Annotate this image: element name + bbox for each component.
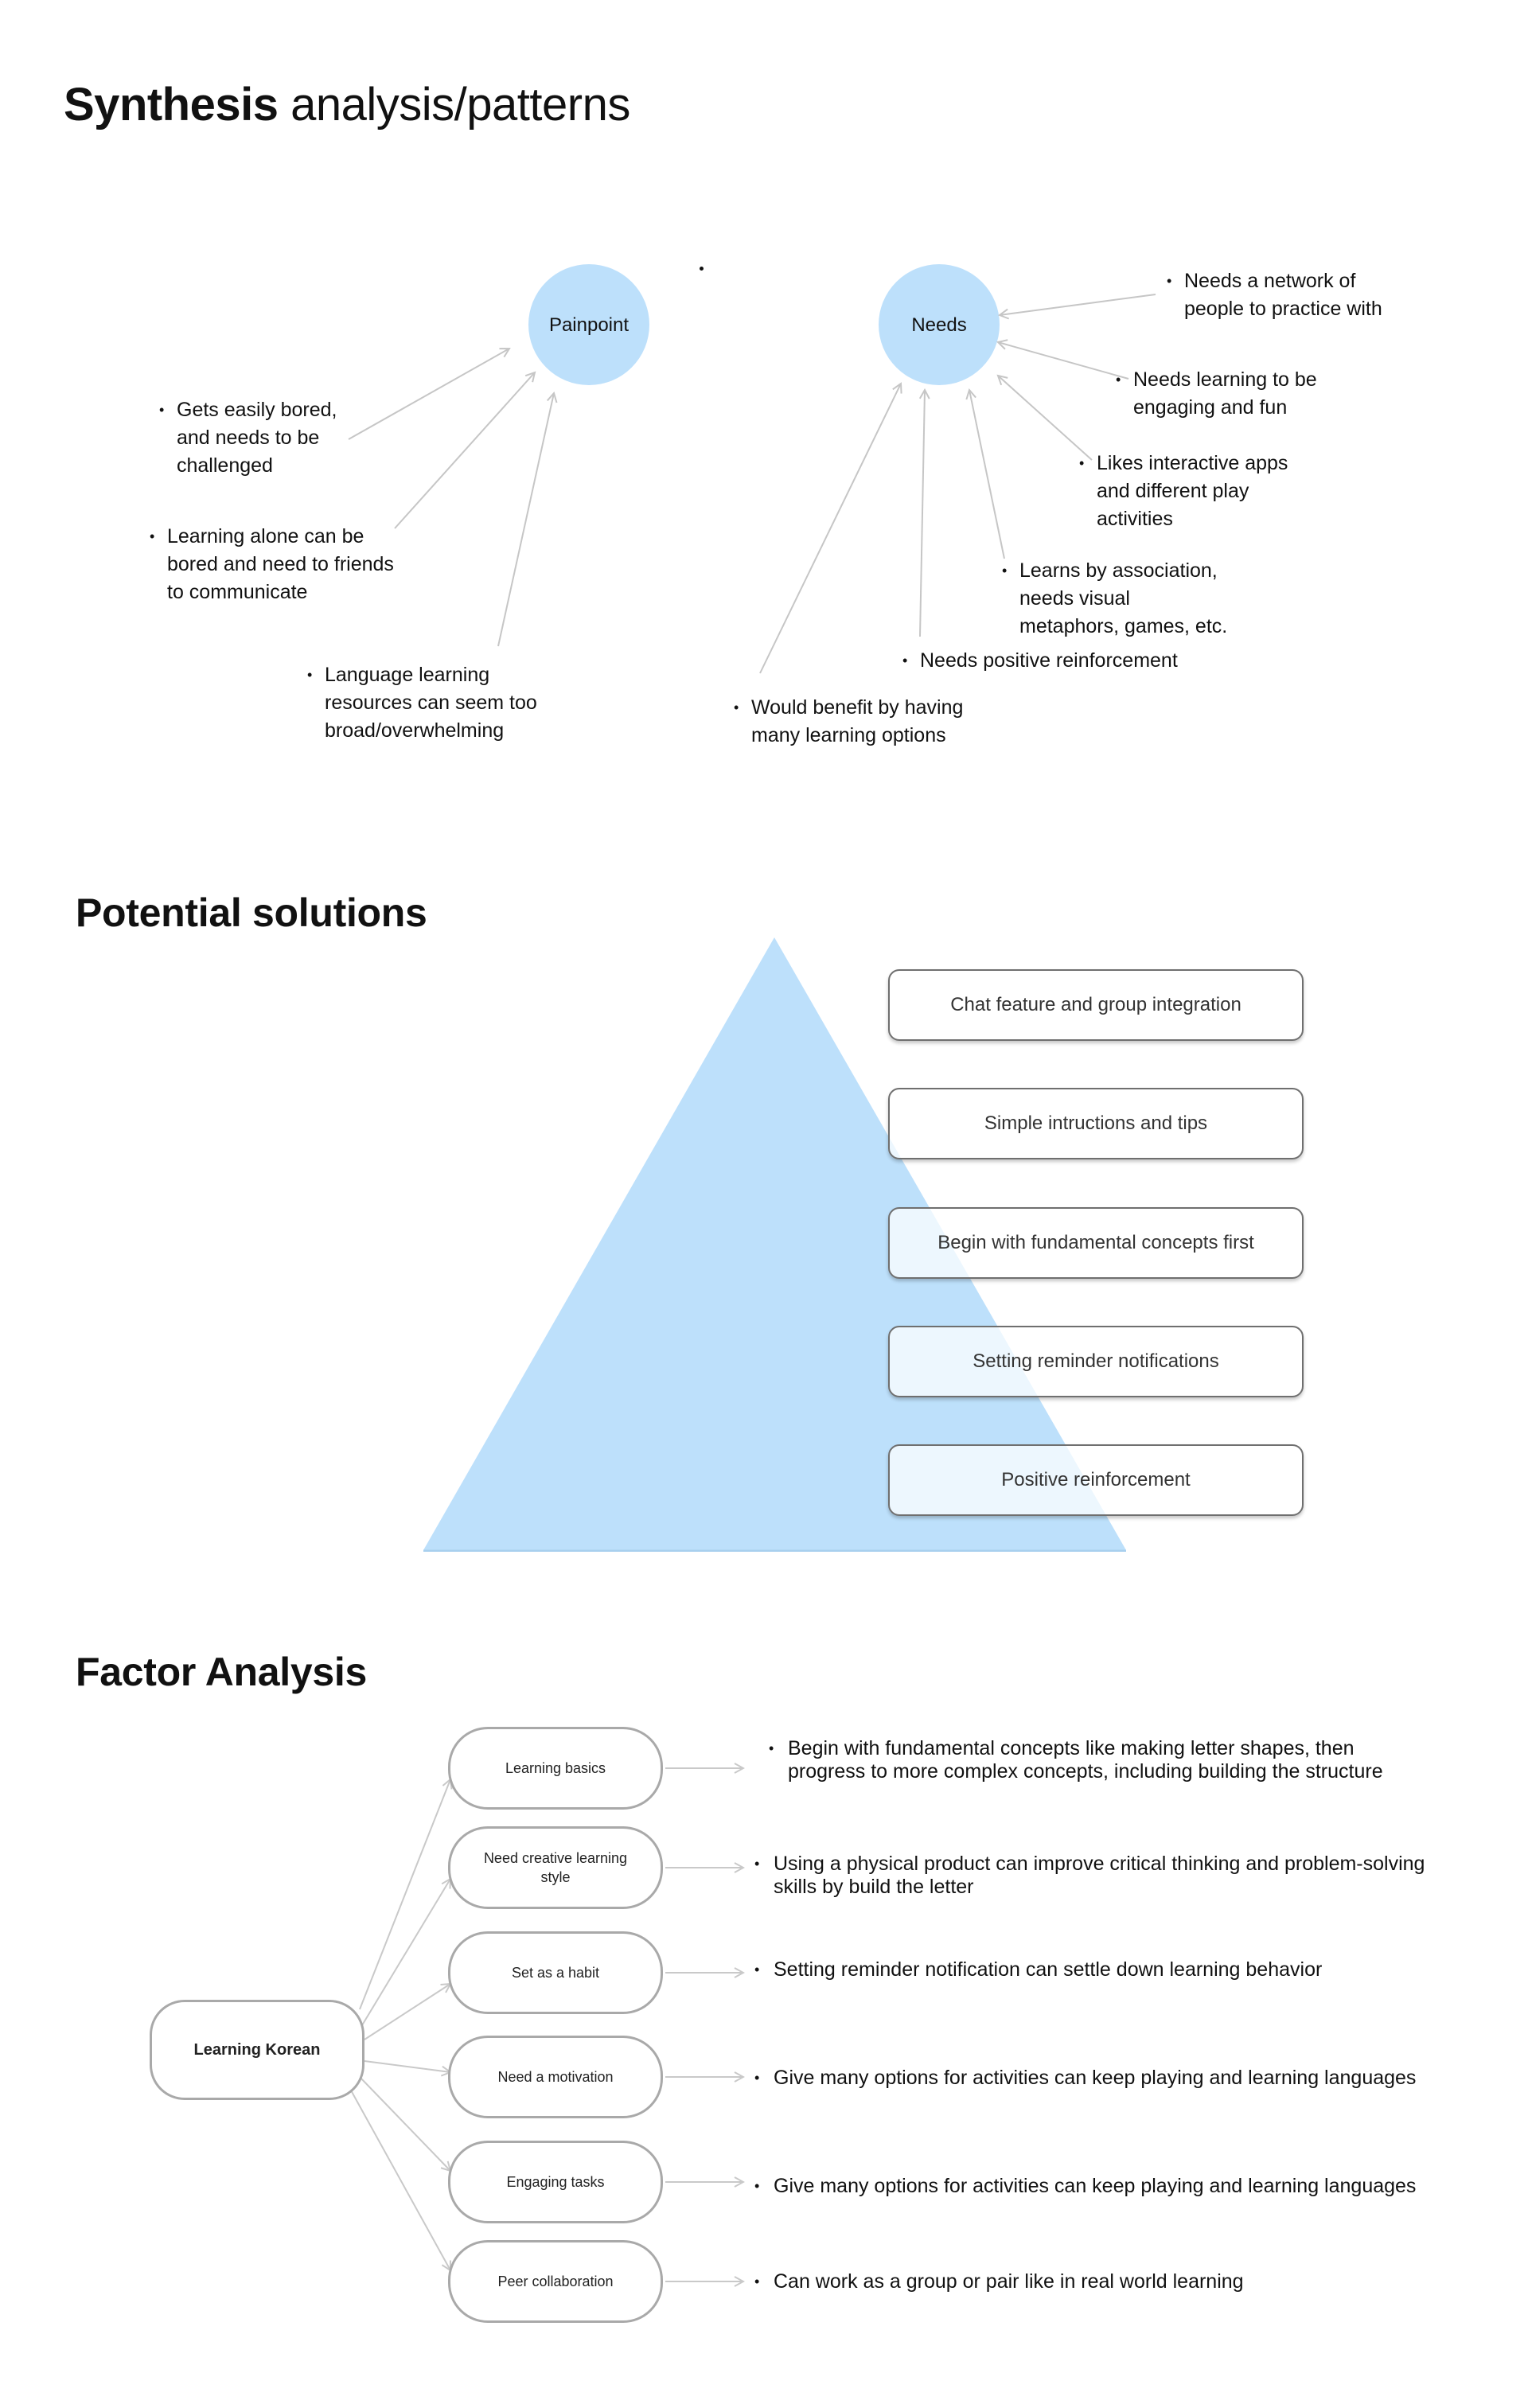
factor-node-2: Need creative learning style [448,1826,663,1909]
bullet-icon: • [150,528,155,544]
bullet-icon: • [734,699,739,715]
needs-note-line: engaging and fun [1133,396,1288,419]
bullet-icon: • [754,1856,760,1872]
page-title-bold: Synthesis [64,79,279,131]
factor-detail-text: Can work as a group or pair like in real… [774,2270,1244,2293]
bullet-icon: • [769,1740,774,1756]
needs-label: Needs [911,314,967,336]
painpoint-note-line: to communicate [167,581,308,603]
solution-box-1: Chat feature and group integration [888,969,1304,1041]
bullet-icon: • [754,2274,760,2289]
needs-note-line: Needs learning to be [1133,368,1317,391]
painpoint-note-3: • Language learning resources can seem too… [307,661,537,745]
painpoint-note-line: and needs to be [177,427,320,449]
painpoint-note-line: Gets easily bored, [177,399,337,421]
needs-note-line: Likes interactive apps [1097,452,1288,474]
bullet-icon: • [159,402,165,418]
arrow-connector [969,390,1005,559]
needs-note-line: metaphors, games, etc. [1019,615,1228,637]
painpoint-note-line: bored and need to friends [167,553,394,575]
painpoint-note-line: Language learning [325,664,490,686]
root-connector [361,1879,450,2026]
page-title: Synthesis analysis/patterns [64,78,630,131]
solutions-title: Potential solutions [76,890,427,935]
arrow-connector [920,390,925,637]
bullet-icon: • [307,667,313,683]
root-connector [364,2060,450,2072]
factor-node-3: Set as a habit [448,1931,663,2014]
arrow-connector [998,376,1093,461]
solution-box-5: Positive reinforcement [888,1444,1304,1516]
painpoint-note-line: challenged [177,454,273,477]
synthesis-diagram [348,264,1156,674]
bullet-icon: • [754,1962,760,1977]
solution-box-3: Begin with fundamental concepts first [888,1207,1304,1279]
factor-detail-3: • Setting reminder notification can settl… [754,1958,1426,1981]
bullet-icon: • [1079,455,1085,471]
needs-note-4: • Learns by association, needs visual metap… [1002,557,1228,641]
bullet-icon: • [1116,372,1121,388]
needs-note-line: needs visual [1019,587,1130,610]
needs-note-6: • Would benefit by having many learning op… [734,694,964,750]
needs-circle [879,264,1000,385]
factor-detail-2: • Using a physical product can improve cr… [754,1853,1426,1899]
stray-dot [700,267,704,271]
needs-note-line: Needs a network of [1184,270,1356,292]
factor-node-1: Learning basics [448,1727,663,1810]
needs-note-3: • Likes interactive apps and different pla… [1079,450,1288,533]
factor-node-5: Engaging tasks [448,2141,663,2223]
bullet-icon: • [754,2070,760,2086]
needs-note-line: Needs positive reinforcement [920,649,1178,672]
bullet-icon: • [754,2178,760,2194]
needs-note-line: and different play [1097,480,1249,502]
bullet-icon: • [1002,563,1008,579]
factor-node-4: Need a motivation [448,2036,663,2118]
painpoint-label: Painpoint [548,314,630,336]
needs-note-line: Would benefit by having [751,696,964,719]
arrow-connector [998,342,1129,380]
factor-node-6: Peer collaboration [448,2240,663,2323]
factor-detail-text: Begin with fundamental concepts like mak… [788,1737,1383,1783]
bullet-icon: • [902,653,908,668]
root-connector [349,2088,450,2270]
root-connector [359,2076,450,2171]
arrow-connector [1000,294,1156,315]
painpoint-circle [528,264,649,385]
needs-note-line: many learning options [751,724,946,746]
page-title-light: analysis/patterns [290,79,630,131]
arrow-connector [394,372,535,529]
factor-detail-1: • Begin with fundamental concepts like ma… [769,1737,1393,1783]
root-node-learning-korean: Learning Korean [150,2000,364,2100]
root-connector [359,1779,450,2010]
needs-note-5: • Needs positive reinforcement [902,647,1178,675]
arrow-connector [348,349,509,440]
factor-detail-5: • Give many options for activities can ke… [754,2175,1426,2198]
factor-detail-text: Using a physical product can improve cri… [774,1853,1425,1898]
factor-title: Factor Analysis [76,1650,368,1694]
painpoint-note-line: resources can seem too [325,692,537,714]
needs-note-line: activities [1097,508,1173,530]
painpoint-note-1: • Gets easily bored, and needs to be challe… [159,396,337,480]
bullet-icon: • [1167,273,1172,289]
needs-note-2: • Needs learning to be engaging and fun [1116,366,1317,422]
painpoint-note-2: • Learning alone can be bored and need to … [150,523,394,606]
factor-detail-text: Give many options for activities can kee… [774,2067,1417,2089]
arrow-connector [759,384,901,674]
factor-detail-4: • Give many options for activities can ke… [754,2067,1426,2090]
solution-box-4: Setting reminder notifications [888,1326,1304,1397]
root-connector [364,1984,450,2040]
needs-note-line: Learns by association, [1019,559,1218,582]
painpoint-note-line: broad/overwhelming [325,719,505,742]
needs-note-1: • Needs a network of people to practice wi… [1167,267,1382,323]
factor-detail-text: Setting reminder notification can settle… [774,1958,1323,1981]
solution-box-2: Simple intructions and tips [888,1088,1304,1159]
factor-detail-text: Give many options for activities can kee… [774,2175,1417,2197]
factor-detail-6: • Can work as a group or pair like in rea… [754,2270,1426,2293]
painpoint-note-line: Learning alone can be [167,525,364,547]
arrow-connector [497,393,554,647]
needs-note-line: people to practice with [1184,298,1382,320]
factor-diagram-lines [349,1711,1528,2348]
